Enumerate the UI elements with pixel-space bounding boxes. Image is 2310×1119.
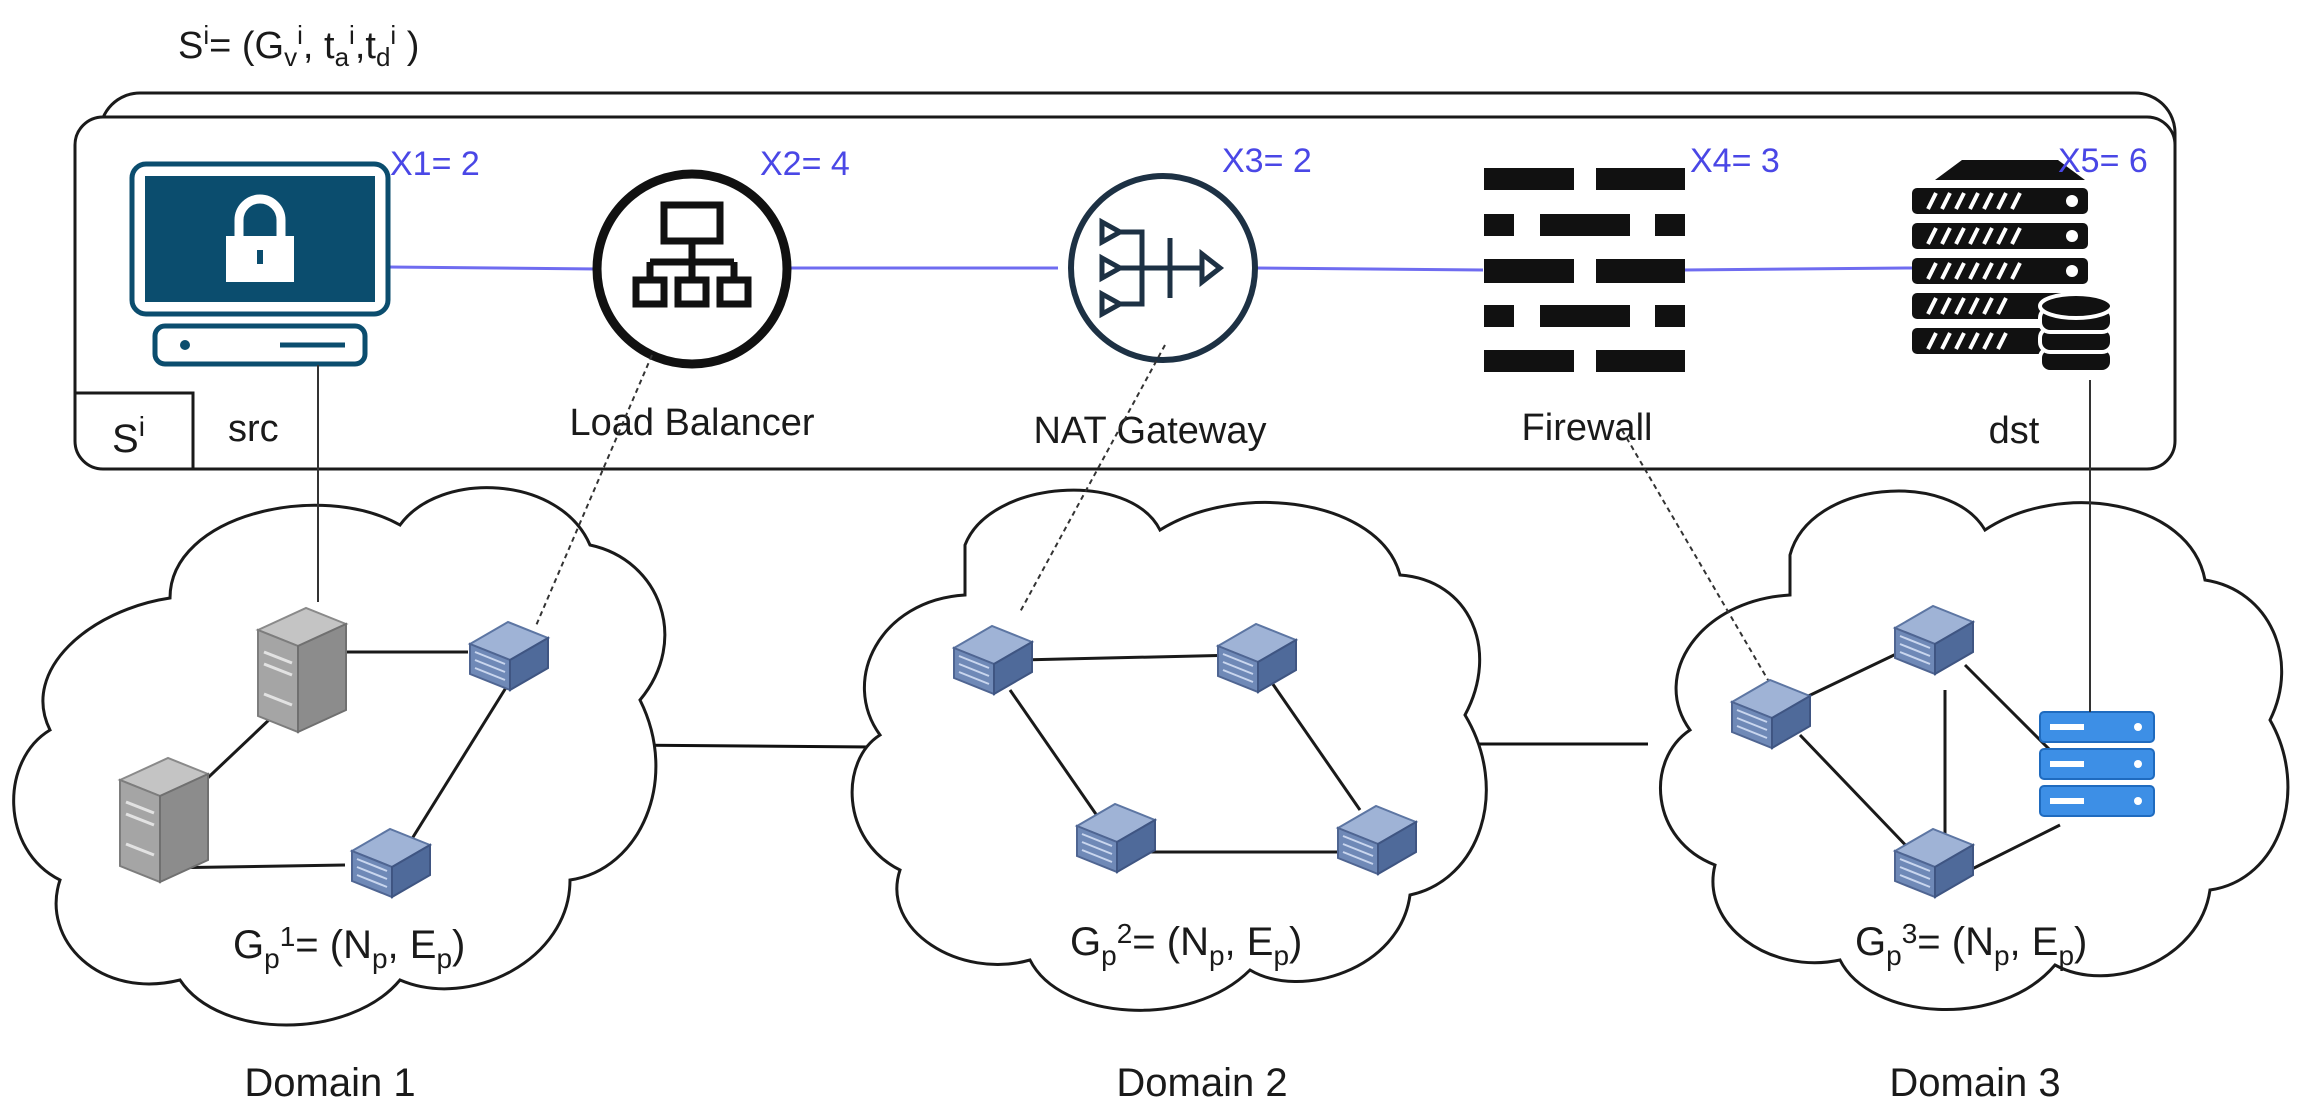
mapping-line (1621, 429, 1769, 681)
vnf-label: dst (1989, 410, 2040, 452)
blue-server-node (2039, 711, 2155, 817)
slice-tag: Si (112, 411, 145, 461)
domain-1-cloud: Gp1= (Np, Ep) (12, 486, 667, 1027)
vnf-label: Load Balancer (569, 402, 814, 444)
vnf-param: X2= 4 (760, 145, 850, 183)
mapping-line (534, 354, 653, 629)
vnf-param: X3= 2 (1222, 142, 1312, 180)
server-database-icon (1912, 160, 2114, 374)
inter-domain-link (617, 743, 873, 749)
virtual-links (387, 265, 1913, 272)
vnf-label: src (228, 408, 279, 450)
server-node (118, 756, 210, 884)
domain-graph-label: Gp3= (Np, Ep) (1855, 918, 2087, 971)
slice-formula: Si= (Gvi, tai,tdi ) (178, 20, 419, 72)
mapping-line (1019, 344, 1166, 613)
nat-gateway-icon (1068, 173, 1258, 363)
domain-2-cloud: Gp2= (Np, Ep) (850, 488, 1488, 1012)
domain-3-cloud: Gp3= (Np, Ep) (1659, 489, 2290, 1012)
secure-terminal-icon (129, 161, 391, 367)
slice-tag-box (75, 391, 195, 469)
vnf-load-balancer[interactable]: Load Balancer X2= 4 (569, 145, 849, 444)
vnf-label: Firewall (1522, 407, 1653, 449)
firewall-icon (1484, 168, 1685, 372)
vnf-nat-gateway[interactable]: NAT Gateway X3= 2 (1033, 142, 1311, 452)
domain-name: Domain 3 (1889, 1061, 2060, 1105)
vnf-param: X1= 2 (390, 145, 480, 183)
vnf-src[interactable]: src X1= 2 (129, 145, 480, 450)
vnf-param: X5= 6 (2058, 142, 2148, 180)
vnf-param: X4= 3 (1690, 142, 1780, 180)
vnf-label: NAT Gateway (1033, 410, 1266, 452)
domain-name: Domain 2 (1116, 1061, 1287, 1105)
vnf-firewall[interactable]: Firewall X4= 3 (1484, 142, 1780, 449)
load-balancer-icon (592, 169, 792, 369)
mapping-lines (317, 344, 2091, 712)
domain-name: Domain 1 (244, 1061, 415, 1105)
virtual-link (1682, 266, 1913, 272)
virtual-link (1254, 266, 1484, 272)
server-node (256, 606, 348, 734)
domain-graph-label: Gp2= (Np, Ep) (1070, 918, 1302, 971)
vnf-dst[interactable]: dst X5= 6 (1912, 142, 2148, 452)
virtual-link (387, 265, 599, 271)
inter-domain-links (617, 742, 1648, 749)
domain-graph-label: Gp1= (Np, Ep) (233, 921, 465, 974)
